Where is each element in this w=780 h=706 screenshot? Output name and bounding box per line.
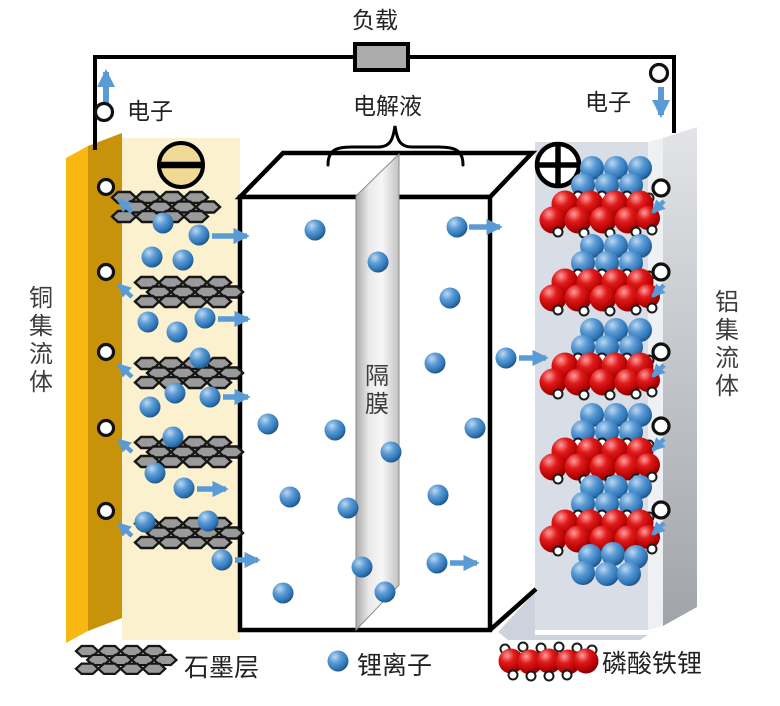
lithium-ion xyxy=(304,219,326,241)
legend-label-ion: 锂离子 xyxy=(357,652,432,680)
ion-flow-arrows xyxy=(197,218,549,572)
electron-node-right xyxy=(648,62,670,84)
electron-port xyxy=(651,342,671,362)
lithium-ion xyxy=(211,549,233,571)
separator-label-char1: 隔 xyxy=(365,363,389,390)
lithium-ion xyxy=(424,352,446,374)
cathode-side-face xyxy=(663,127,697,626)
box-bottom-back-edge xyxy=(488,587,538,632)
graphite-stack xyxy=(135,437,243,467)
electrolyte-brace xyxy=(326,125,465,167)
red-sphere-row-icon xyxy=(498,641,599,682)
graphite-stack xyxy=(135,277,243,307)
lithium-ion xyxy=(464,417,486,439)
electron-port xyxy=(96,177,116,197)
anode-electron-ports xyxy=(96,177,134,538)
lfp-clusters xyxy=(538,155,661,586)
copper-collector-char: 铜 xyxy=(29,285,53,312)
lithium-ion xyxy=(134,511,156,533)
lithium-ion xyxy=(188,224,210,246)
lithium-ion xyxy=(427,484,449,506)
legend-label-lfp: 磷酸铁锂 xyxy=(602,650,702,678)
aluminum-collector-char: 铝 xyxy=(715,289,739,316)
lithium-ion xyxy=(257,413,279,435)
lithium-ion xyxy=(380,441,402,463)
lithium-ion xyxy=(162,426,184,448)
lithium-ion xyxy=(172,249,194,271)
electron-port xyxy=(651,178,671,198)
copper-collector-char: 集 xyxy=(29,313,53,340)
lithium-ion xyxy=(173,477,195,499)
copper-collector-side-face xyxy=(88,133,122,631)
electron-arrow xyxy=(117,438,134,454)
electron-port xyxy=(651,500,671,520)
electron-arrow xyxy=(651,283,666,298)
blue-sphere-icon xyxy=(327,650,349,672)
electron-node-left xyxy=(93,101,115,123)
electron-arrow xyxy=(117,198,134,214)
load-resistor xyxy=(353,42,410,72)
electron-port xyxy=(96,262,116,282)
electron-arrow xyxy=(651,199,666,214)
lithium-ion xyxy=(374,581,396,603)
lithium-ion xyxy=(164,382,186,404)
terminal-signs xyxy=(157,141,582,189)
aluminum-collector-char: 体 xyxy=(715,373,739,400)
lithium-ion xyxy=(446,216,468,238)
lithium-ion xyxy=(152,212,174,234)
lithium-ion xyxy=(495,347,517,369)
cathode-electron-ports xyxy=(651,178,671,536)
electron-port xyxy=(651,262,671,282)
separator-label-char2: 膜 xyxy=(365,391,389,418)
copper-collector-front-face xyxy=(66,146,88,643)
graphite-stack xyxy=(135,358,243,388)
lithium-ion xyxy=(189,347,211,369)
lithium-ion xyxy=(367,251,389,273)
external-circuit: 负载 电子 电子 xyxy=(93,7,676,150)
electron-port xyxy=(96,501,116,521)
legend-label-graphite: 石墨层 xyxy=(184,654,259,682)
inserted-lithium-ions xyxy=(571,542,648,586)
electron-arrow xyxy=(117,283,134,299)
collector-labels: 铜 集 流 体 铝 集 流 体 xyxy=(29,285,739,400)
lithium-ion xyxy=(426,552,448,574)
lithium-ion xyxy=(194,307,216,329)
separator-membrane xyxy=(355,152,400,632)
electron-label-right: 电子 xyxy=(585,89,631,115)
lithium-ion xyxy=(279,486,301,508)
electron-port xyxy=(96,418,116,438)
lithium-ion xyxy=(337,497,359,519)
lithium-ion xyxy=(197,510,219,532)
lithium-ion xyxy=(324,419,346,441)
legend: 石墨层 锂离子 磷酸铁锂 xyxy=(76,641,702,682)
electron-arrow xyxy=(117,522,134,538)
load-label: 负载 xyxy=(352,7,398,33)
copper-collector-char: 流 xyxy=(29,341,53,368)
electron-port xyxy=(96,342,116,362)
lithium-ion xyxy=(139,396,161,418)
aluminum-collector-char: 流 xyxy=(715,345,739,372)
electron-arrow xyxy=(651,363,666,378)
lithium-ion xyxy=(351,556,373,578)
lithium-ion xyxy=(144,462,166,484)
lithium-ion xyxy=(439,287,461,309)
lithium-ion xyxy=(141,246,163,268)
lithium-ion xyxy=(199,386,221,408)
graphite-stack-icon xyxy=(76,646,176,674)
cathode-bottom-face xyxy=(498,592,648,640)
copper-collector-char: 体 xyxy=(29,369,53,396)
lithium-ion xyxy=(137,311,159,333)
lithium-ion xyxy=(166,321,188,343)
electrolyte-callout: 电解液 xyxy=(326,93,465,167)
electron-port xyxy=(651,416,671,436)
electrolyte-label: 电解液 xyxy=(353,93,422,119)
electron-arrow xyxy=(117,363,134,379)
electron-arrow xyxy=(651,521,666,536)
lithium-ion xyxy=(272,582,294,604)
aluminum-collector-char: 集 xyxy=(715,317,739,344)
separator: 隔 膜 xyxy=(355,152,400,632)
electron-arrow xyxy=(651,437,666,452)
electron-label-left: 电子 xyxy=(127,98,173,124)
